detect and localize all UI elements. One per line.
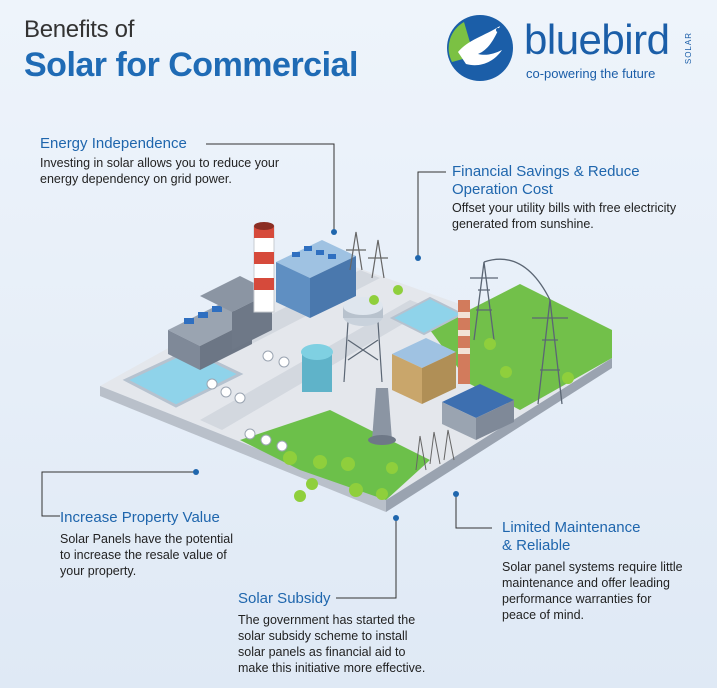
connector-dots [193,229,459,521]
connector-lines [41,143,492,599]
benefit-financial-text: Offset your utility bills with free elec… [452,201,677,231]
title-line-1: Benefits of [24,16,135,43]
title-line-2: Solar for Commercial [24,46,358,84]
benefit-maintenance-text: Solar panel systems require little maint… [502,560,683,622]
benefit-energy-text: Investing in solar allows you to reduce … [40,156,280,186]
brand-tagline: co-powering the future [526,66,656,81]
benefit-property-heading: Increase Property Value [60,509,220,526]
brand-name: bluebird [524,16,670,63]
grass-bottom [240,410,430,500]
benefit-maintenance-heading: Limited Maintenance & Reliable [502,519,641,554]
benefit-property-text: Solar Panels have the potential to incre… [60,532,234,578]
bird-globe-icon [447,15,513,81]
benefit-financial-heading: Financial Savings & Reduce Operation Cos… [452,163,640,198]
benefit-energy-heading: Energy Independence [40,135,187,152]
bluebird-logo: bluebird SOLAR co-powering the future [444,10,710,86]
trees [283,285,574,502]
benefit-subsidy-text: The government has started the solar sub… [238,613,426,675]
benefit-subsidy-heading: Solar Subsidy [238,590,331,607]
pylons [470,258,568,405]
